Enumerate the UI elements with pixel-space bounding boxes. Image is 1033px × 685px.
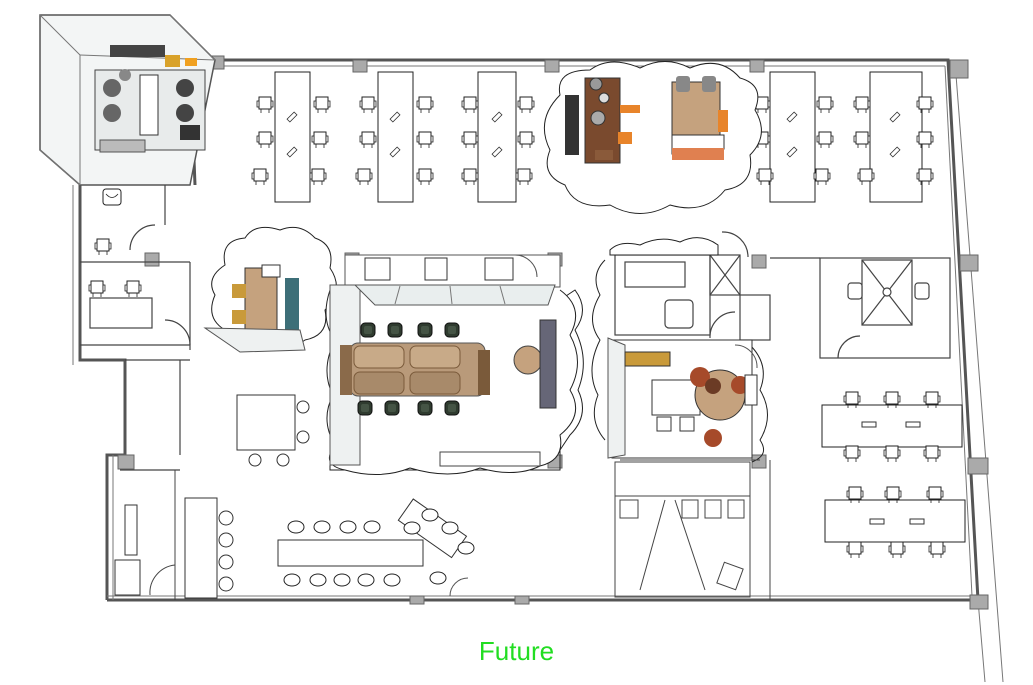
open-desk-area-east [821, 391, 966, 559]
exterior-walls-inner [72, 61, 1004, 683]
east-rooms [770, 257, 951, 359]
door-swings [449, 254, 758, 597]
restroom-area [614, 460, 771, 600]
conference-room [325, 254, 584, 476]
west-rooms [80, 185, 191, 471]
small-table-area [236, 394, 310, 467]
plan-caption: Future [478, 636, 555, 666]
center-right-rooms [614, 231, 771, 341]
lounge-cloud-west [203, 226, 337, 353]
lounge-cloud-north [543, 61, 762, 214]
lounge-cloud-east [591, 237, 768, 463]
corner-office [39, 14, 216, 186]
cafe-area [114, 470, 475, 600]
open-desk-area-north [251, 71, 934, 203]
